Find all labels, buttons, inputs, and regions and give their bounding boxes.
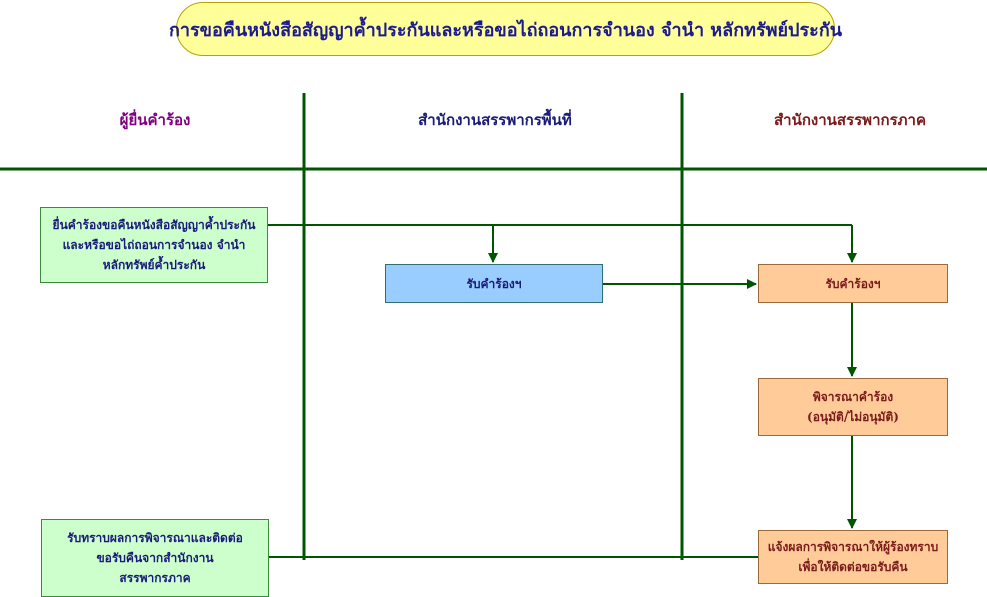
lane-header-submitter: ผู้ยื่นคำร้อง xyxy=(119,111,191,129)
step-region-receive: รับคำร้องฯ xyxy=(758,264,948,303)
step-region-receive-label: รับคำร้องฯ xyxy=(825,276,881,291)
step-notify-line-2: เพื่อให้ติดต่อขอรับคืน xyxy=(798,560,908,574)
step-submit-line-3: หลักทรัพย์ค้ำประกัน xyxy=(102,258,206,272)
step-acknowledge-line-2: ขอรับคืนจากสำนักงาน xyxy=(96,551,214,565)
step-submit-line-2: และหรือขอไถ่ถอนการจำนอง จำนำ xyxy=(62,238,246,252)
step-consider-request: พิจารณาคำร้อง (อนุมัติ/ไม่อนุมัติ) xyxy=(758,378,948,436)
step-submit-request: ยื่นคำร้องขอคืนหนังสือสัญญาค้ำประกัน และ… xyxy=(40,207,268,283)
step-submit-line-1: ยื่นคำร้องขอคืนหนังสือสัญญาค้ำประกัน xyxy=(52,218,256,232)
diagram-title: การขอคืนหนังสือสัญญาค้ำประกันและหรือขอไถ… xyxy=(169,2,842,56)
lane-header-area-office: สำนักงานสรรพากรพื้นที่ xyxy=(418,111,572,129)
step-acknowledge-line-3: สรรพากรภาค xyxy=(119,571,191,585)
step-acknowledge-result: รับทราบผลการพิจารณาและติดต่อ ขอรับคืนจาก… xyxy=(41,519,269,597)
step-notify-result: แจ้งผลการพิจารณาให้ผู้ร้องทราบ เพื่อให้ต… xyxy=(758,530,948,584)
step-area-receive-label: รับคำร้องฯ xyxy=(466,276,522,291)
lane-header-regional-office: สำนักงานสรรพากรภาค xyxy=(774,111,926,129)
step-area-receive: รับคำร้องฯ xyxy=(385,264,603,303)
step-consider-line-2: (อนุมัติ/ไม่อนุมัติ) xyxy=(807,410,899,424)
step-notify-line-1: แจ้งผลการพิจารณาให้ผู้ร้องทราบ xyxy=(767,540,939,554)
step-consider-line-1: พิจารณาคำร้อง xyxy=(812,390,894,404)
step-acknowledge-line-1: รับทราบผลการพิจารณาและติดต่อ xyxy=(67,531,243,545)
